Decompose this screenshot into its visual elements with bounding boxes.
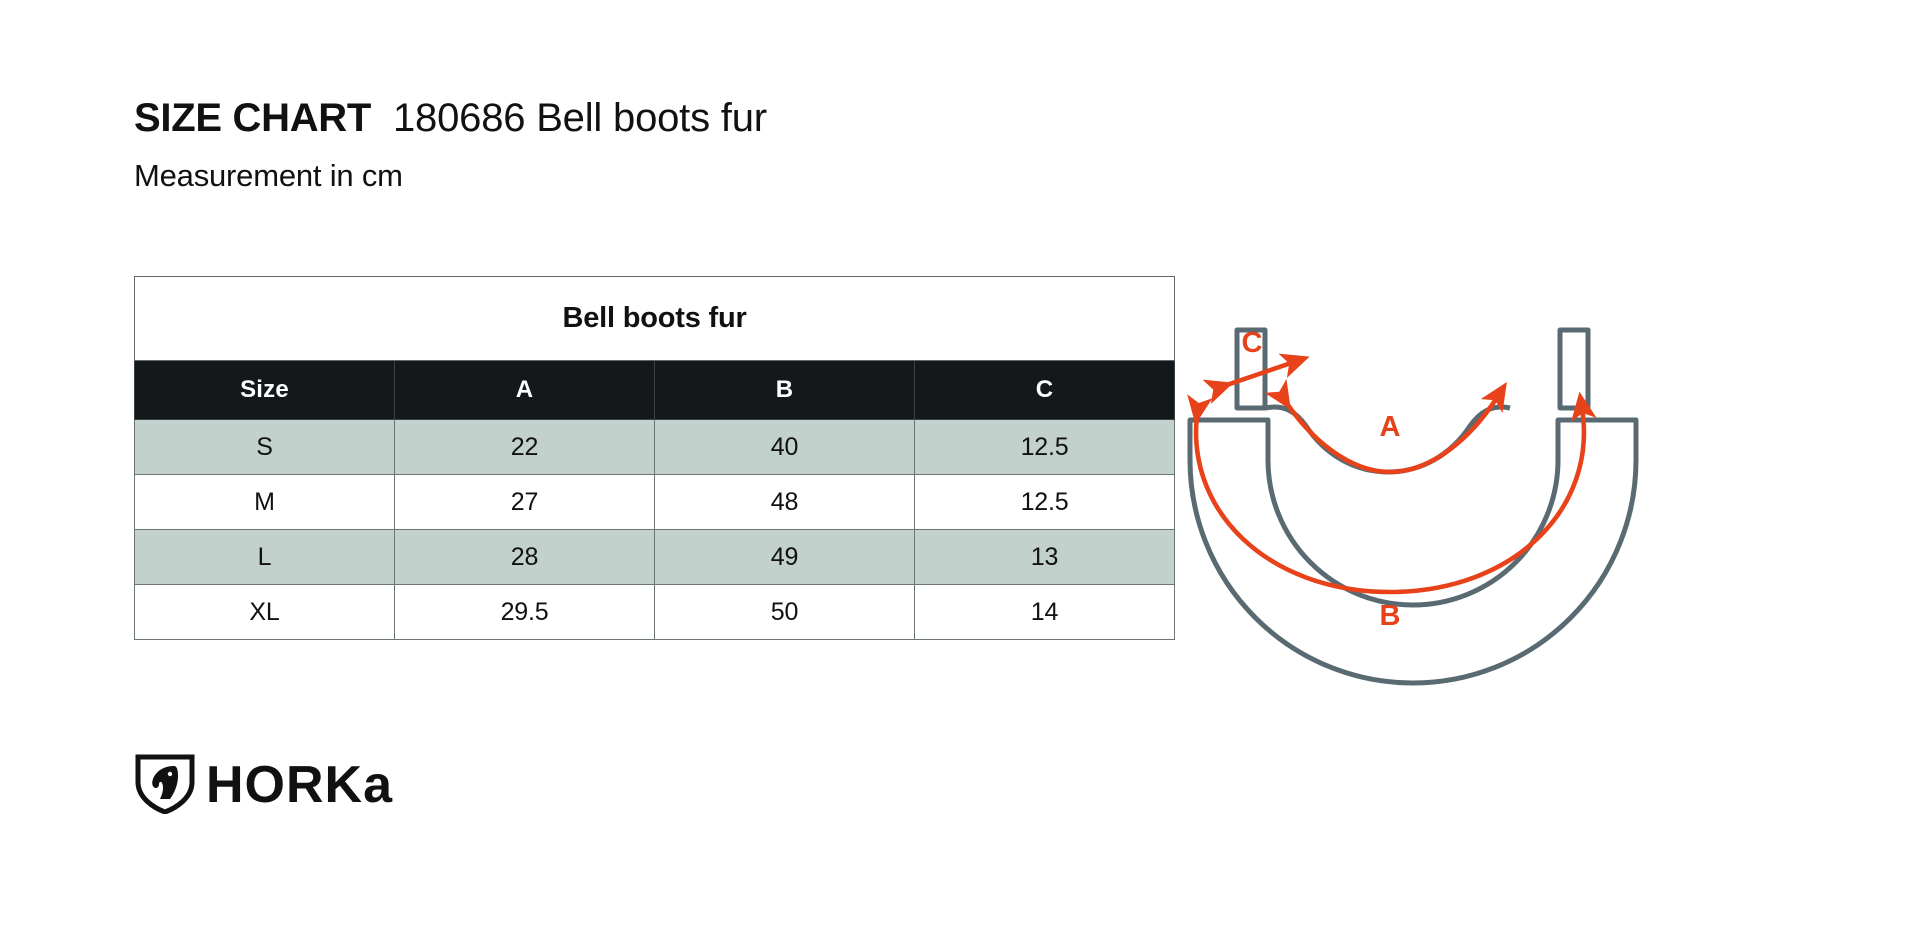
table-column-head: Size A B C — [134, 360, 1176, 420]
column-header-size: Size — [134, 360, 395, 420]
table-row: L 28 49 13 — [134, 529, 1176, 585]
page-title: SIZE CHART 180686 Bell boots fur — [134, 96, 767, 140]
cell-size: XL — [134, 584, 395, 640]
table-body: S 22 40 12.5 M 27 48 12.5 L 28 49 13 — [134, 419, 1176, 640]
table-row: S 22 40 12.5 — [134, 419, 1176, 475]
label-a: A — [1380, 411, 1401, 443]
table-caption: Bell boots fur — [133, 276, 1176, 361]
boot-outline — [1187, 327, 1639, 686]
cell-c: 14 — [913, 584, 1176, 640]
column-header-a: A — [394, 360, 655, 420]
arrow-a — [1264, 378, 1507, 475]
cell-c: 12.5 — [913, 474, 1176, 530]
arrow-b — [1187, 391, 1597, 595]
label-b: B — [1380, 600, 1401, 632]
label-c: C — [1242, 327, 1263, 359]
table-row: XL 29.5 50 14 — [134, 584, 1176, 640]
cell-a: 27 — [394, 474, 655, 530]
cell-a: 28 — [394, 529, 655, 585]
bell-boot-measurement-diagram: A B C — [1187, 300, 1700, 686]
cell-c: 13 — [913, 529, 1176, 585]
cell-b: 48 — [654, 474, 915, 530]
cell-a: 29.5 — [394, 584, 655, 640]
size-table-container: Bell boots fur Size A B C S 22 40 12.5 — [133, 276, 1176, 640]
logo-wordmark: HORKa — [206, 756, 393, 814]
table-header-row: Size A B C — [134, 360, 1176, 420]
page-title-label: SIZE CHART — [134, 96, 372, 140]
cell-a: 22 — [394, 419, 655, 475]
table-caption-row: Bell boots fur — [133, 276, 1176, 361]
cell-c: 12.5 — [913, 419, 1176, 475]
size-table: Bell boots fur Size A B C S 22 40 12.5 — [133, 276, 1176, 640]
column-header-b: B — [654, 360, 915, 420]
cell-size: L — [134, 529, 395, 585]
cell-size: M — [134, 474, 395, 530]
cell-size: S — [134, 419, 395, 475]
measurement-unit-note: Measurement in cm — [134, 158, 403, 193]
horse-head-shield-icon — [135, 754, 195, 814]
cell-b: 40 — [654, 419, 915, 475]
logo-wordmark-text: HORKa — [206, 756, 393, 814]
horka-logo: HORKa — [134, 752, 444, 814]
cell-b: 49 — [654, 529, 915, 585]
cell-b: 50 — [654, 584, 915, 640]
measurement-arrows — [1187, 353, 1597, 595]
page-header: SIZE CHART 180686 Bell boots fur Measure… — [134, 96, 767, 194]
table-row: M 27 48 12.5 — [134, 474, 1176, 530]
product-name: 180686 Bell boots fur — [393, 96, 767, 140]
table-caption-head: Bell boots fur — [133, 276, 1176, 361]
arrow-c — [1202, 353, 1310, 405]
column-header-c: C — [913, 360, 1176, 420]
